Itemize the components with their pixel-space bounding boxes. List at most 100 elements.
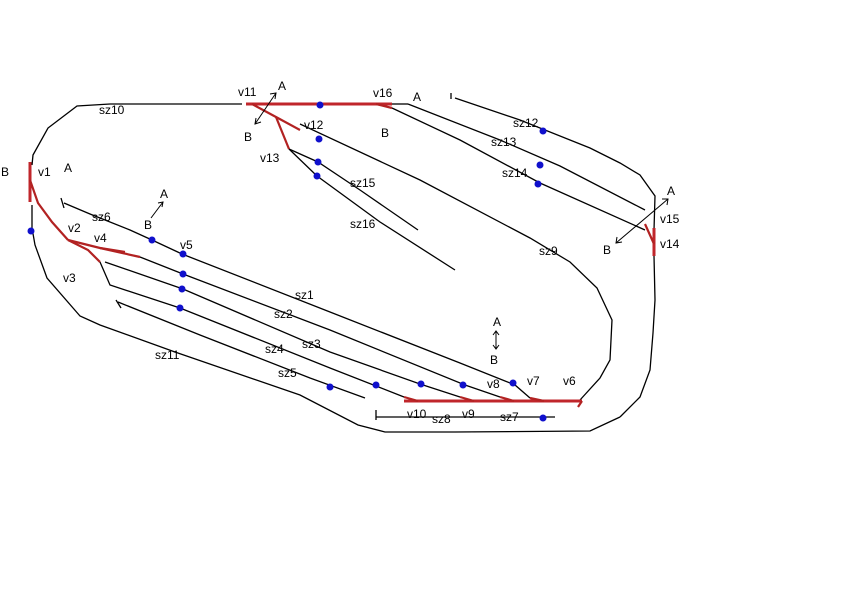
track-right-top	[454, 97, 656, 231]
section-label-sz1: sz1	[295, 288, 314, 302]
direction-labels: A B A B A B A B A B A B	[1, 79, 675, 367]
switch-labels: v1 v2 v3 v4 v5 v6 v7 v8 v9 v10 v11 v12 v…	[38, 85, 680, 421]
direction-label-b: B	[603, 243, 611, 257]
switch-v1-branch	[28, 179, 69, 241]
sensor-dot	[536, 161, 544, 169]
direction-label-a: A	[493, 315, 501, 329]
sensor-dot	[459, 381, 467, 389]
switch-label-v8: v8	[487, 377, 500, 391]
switch-label-v5: v5	[180, 238, 193, 252]
track-sz14	[391, 107, 646, 231]
sensor-dot	[326, 383, 334, 391]
direction-label-b: B	[244, 130, 252, 144]
switch-label-v15: v15	[660, 212, 680, 226]
section-label-sz11: sz11	[155, 348, 180, 362]
section-label-sz6: sz6	[92, 210, 111, 224]
section-label-sz10: sz10	[99, 103, 125, 117]
switch-label-v11: v11	[238, 85, 257, 99]
track-sz4	[99, 261, 405, 398]
direction-arrow-right	[615, 198, 669, 244]
sensor-dot	[313, 172, 321, 180]
section-labels: sz1 sz2 sz3 sz4 sz5 sz6 sz7 sz8 sz9 sz10…	[92, 103, 558, 426]
direction-label-b: B	[490, 353, 498, 367]
sensor-dot	[315, 135, 323, 143]
switch-v15	[643, 223, 656, 245]
track-sz2	[139, 256, 501, 398]
switch-v3	[67, 239, 101, 263]
direction-arrow-top	[254, 92, 277, 125]
direction-label-b: B	[1, 165, 9, 179]
track-outer-left	[31, 205, 621, 433]
switch-label-v16: v16	[373, 86, 393, 100]
switch-label-v14: v14	[660, 237, 680, 251]
switch-label-v13: v13	[260, 151, 280, 165]
track-sz5	[117, 301, 366, 399]
sensor-dot	[534, 180, 542, 188]
arrowhead-icon	[269, 92, 277, 100]
track-sz3	[104, 261, 461, 398]
switch-label-v4: v4	[94, 231, 107, 245]
sensor-dot	[27, 227, 35, 235]
track-sz10	[31, 103, 242, 166]
arrowhead-icon	[492, 330, 500, 336]
switch-label-v9: v9	[462, 407, 475, 421]
track-sz6-end	[60, 197, 65, 209]
track-sz6	[63, 202, 183, 255]
track-sz5-end	[115, 299, 122, 309]
switch-v6	[577, 400, 583, 408]
track-sz1	[181, 253, 531, 399]
section-label-sz14: sz14	[502, 166, 528, 180]
switch-label-v7: v7	[527, 374, 540, 388]
section-label-sz16: sz16	[350, 217, 376, 231]
section-label-sz12: sz12	[513, 116, 539, 130]
arrowhead-icon	[492, 344, 500, 350]
direction-arrow-left	[150, 201, 164, 219]
section-label-sz9: sz9	[539, 244, 558, 258]
direction-label-a: A	[278, 79, 286, 93]
switch-label-v6: v6	[563, 374, 576, 388]
direction-label-a: A	[667, 184, 675, 198]
track-outer-right	[619, 255, 656, 418]
switch-v4	[99, 246, 126, 254]
arrowhead-icon	[662, 198, 669, 206]
track-lines	[31, 93, 656, 433]
sensor-dot	[314, 158, 322, 166]
sensor-dot	[539, 414, 547, 422]
direction-label-a: A	[413, 90, 421, 104]
switch-label-v1: v1	[38, 165, 51, 179]
section-label-sz8: sz8	[432, 412, 451, 426]
arrowhead-icon	[254, 117, 262, 125]
switch-label-v3: v3	[63, 271, 76, 285]
sensor-dot	[372, 381, 380, 389]
track-sz9	[299, 123, 613, 401]
section-label-sz3: sz3	[302, 337, 321, 351]
sensor-dot	[179, 250, 187, 258]
section-label-sz15: sz15	[350, 176, 376, 190]
section-label-sz7: sz7	[500, 410, 519, 424]
section-label-sz5: sz5	[278, 366, 297, 380]
sensor-dot	[417, 380, 425, 388]
direction-label-a: A	[64, 161, 72, 175]
sensors	[27, 101, 547, 422]
switch-v9	[459, 395, 475, 403]
sensor-dot	[539, 127, 547, 135]
sensor-dot	[316, 101, 324, 109]
direction-arrows	[150, 92, 669, 350]
switch-v8	[499, 395, 515, 403]
direction-label-b: B	[144, 218, 152, 232]
track-sz15	[288, 148, 419, 231]
switch-label-v12: v12	[304, 118, 324, 132]
section-label-sz2: sz2	[274, 307, 293, 321]
track-sz13	[407, 103, 646, 211]
sensor-dot	[509, 379, 517, 387]
sensor-dot	[178, 285, 186, 293]
switch-label-v2: v2	[68, 221, 81, 235]
track-sz16	[288, 148, 456, 271]
section-label-sz13: sz13	[491, 135, 517, 149]
section-label-sz4: sz4	[265, 342, 284, 356]
direction-label-a: A	[160, 187, 168, 201]
switch-v13	[274, 116, 291, 150]
sensor-dot	[148, 236, 156, 244]
arrowhead-icon	[615, 236, 623, 244]
